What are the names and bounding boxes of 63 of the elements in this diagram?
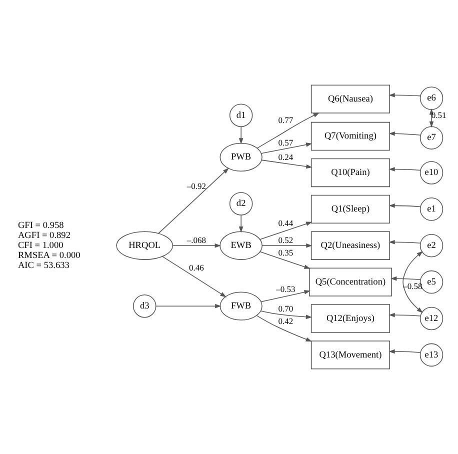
node-circle: d3 bbox=[132, 294, 156, 318]
arrow bbox=[390, 276, 421, 281]
label: AIC = 53.633 bbox=[18, 261, 70, 272]
arrow bbox=[238, 214, 244, 233]
edge-label: 0.77 bbox=[278, 114, 294, 125]
node-circle: e2 bbox=[420, 234, 444, 258]
node-box: Q6(Nausea) bbox=[310, 84, 390, 114]
node-box: Q10(Pain) bbox=[310, 158, 390, 188]
node-box: Q7(Vomiting) bbox=[310, 122, 390, 151]
arrow bbox=[158, 168, 229, 234]
node-ellipse: PWB bbox=[220, 142, 262, 172]
edge-label: –0.92 bbox=[186, 180, 206, 191]
edge-label: –.068 bbox=[186, 235, 206, 246]
arrow bbox=[388, 312, 421, 318]
arrow bbox=[388, 349, 421, 354]
arrow bbox=[260, 310, 312, 320]
node-circle: e13 bbox=[420, 343, 444, 367]
edge-label: 0.42 bbox=[278, 316, 294, 326]
node-circle: e12 bbox=[420, 306, 444, 330]
arrow bbox=[260, 290, 310, 302]
edge-label: 0.46 bbox=[188, 262, 204, 272]
edge-label: 0.57 bbox=[278, 137, 294, 148]
arrow bbox=[262, 243, 312, 248]
arrow bbox=[260, 222, 312, 240]
node-circle: d2 bbox=[229, 192, 253, 216]
node-box: Q13(Movement) bbox=[310, 340, 390, 370]
arrow bbox=[388, 240, 421, 244]
edge-label: 0.35 bbox=[278, 248, 294, 258]
arrow bbox=[388, 92, 421, 98]
arrow bbox=[402, 251, 423, 313]
node-box: Q2(Uneasiness) bbox=[310, 231, 390, 260]
arrow bbox=[238, 126, 244, 144]
label: CFI = 1.000 bbox=[18, 241, 64, 252]
label: AGFI = 0.892 bbox=[18, 230, 70, 241]
arrow bbox=[162, 256, 226, 298]
arrow bbox=[260, 251, 310, 269]
label: GFI = 0.958 bbox=[18, 220, 64, 231]
arrow bbox=[256, 112, 320, 149]
arrow bbox=[260, 142, 312, 154]
label: RMSEA = 0.000 bbox=[18, 251, 80, 262]
arrow bbox=[256, 315, 312, 342]
node-circle: e7 bbox=[420, 126, 444, 150]
node-ellipse: HRQOL bbox=[116, 231, 174, 260]
edge-label: 0.44 bbox=[278, 218, 294, 228]
edge-label: 0.70 bbox=[278, 303, 294, 314]
node-box: Q12(Enjoys) bbox=[310, 304, 390, 333]
arrow bbox=[388, 204, 421, 208]
node-box: Q5(Concentration) bbox=[308, 268, 392, 296]
arrow bbox=[172, 243, 222, 248]
node-circle: e6 bbox=[420, 86, 444, 110]
edge-label: –0.53 bbox=[276, 284, 296, 294]
node-circle: d1 bbox=[229, 104, 253, 127]
arrow bbox=[388, 167, 421, 172]
node-ellipse: EWB bbox=[220, 231, 263, 260]
edge-label: 0.52 bbox=[278, 235, 294, 246]
node-circle: e10 bbox=[420, 161, 444, 184]
arrow bbox=[388, 131, 421, 136]
arrow bbox=[156, 304, 222, 308]
edge-label: 0.51 bbox=[431, 110, 446, 120]
node-circle: e1 bbox=[420, 198, 444, 221]
edge-label: 0.24 bbox=[278, 152, 294, 162]
node-box: Q1(Sleep) bbox=[310, 194, 390, 224]
arrow bbox=[261, 160, 312, 169]
